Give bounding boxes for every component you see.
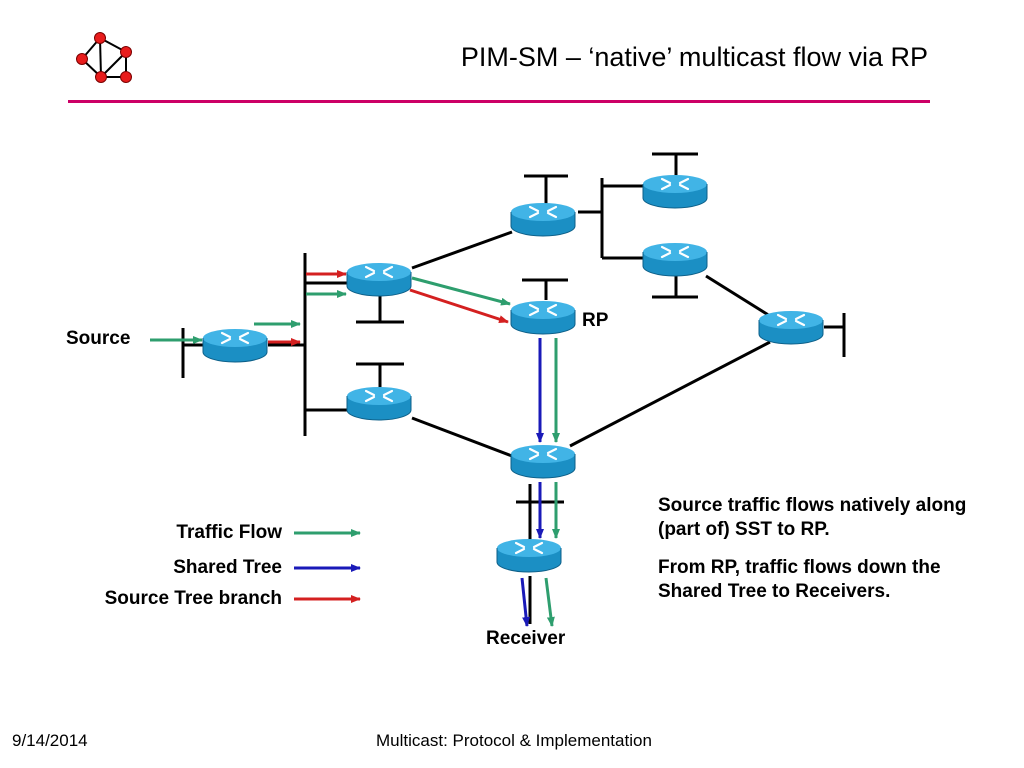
flow-arrows	[150, 270, 560, 627]
legend-label-source-tree-branch: Source Tree branch	[104, 588, 282, 609]
note-sst-to-rp: Source traffic flows natively along (par…	[658, 495, 967, 540]
traffic-flow-arrow	[411, 276, 511, 306]
source-label: Source	[66, 328, 131, 349]
router-icon	[202, 328, 268, 364]
shared-tree-arrow	[520, 577, 531, 627]
slide-title: PIM-SM – ‘native’ multicast flow via RP	[460, 42, 928, 72]
network-graph-logo-icon	[76, 32, 132, 83]
receiver-label: Receiver	[486, 628, 566, 649]
router-icon	[758, 310, 824, 346]
legend-label-shared-tree: Shared Tree	[173, 557, 282, 578]
router-icon	[510, 202, 576, 238]
router-icon	[346, 386, 412, 422]
router-icon	[510, 444, 576, 480]
source-tree-arrow	[409, 288, 509, 324]
rp-label: RP	[582, 310, 609, 331]
title-divider	[68, 100, 930, 103]
traffic-flow-arrow	[544, 577, 555, 627]
legend-arrows	[294, 529, 361, 603]
rp-router-icon	[510, 300, 576, 336]
receiver-router-icon	[496, 538, 562, 574]
router-icon	[642, 174, 708, 210]
network-links	[181, 152, 846, 624]
footer-date: 9/14/2014	[12, 731, 88, 750]
router-icon	[642, 242, 708, 278]
footer-title: Multicast: Protocol & Implementation	[376, 731, 652, 750]
router-icon	[346, 262, 412, 298]
legend-label-traffic-flow: Traffic Flow	[176, 522, 282, 543]
note-shared-tree: From RP, traffic flows down the Shared T…	[658, 557, 941, 602]
